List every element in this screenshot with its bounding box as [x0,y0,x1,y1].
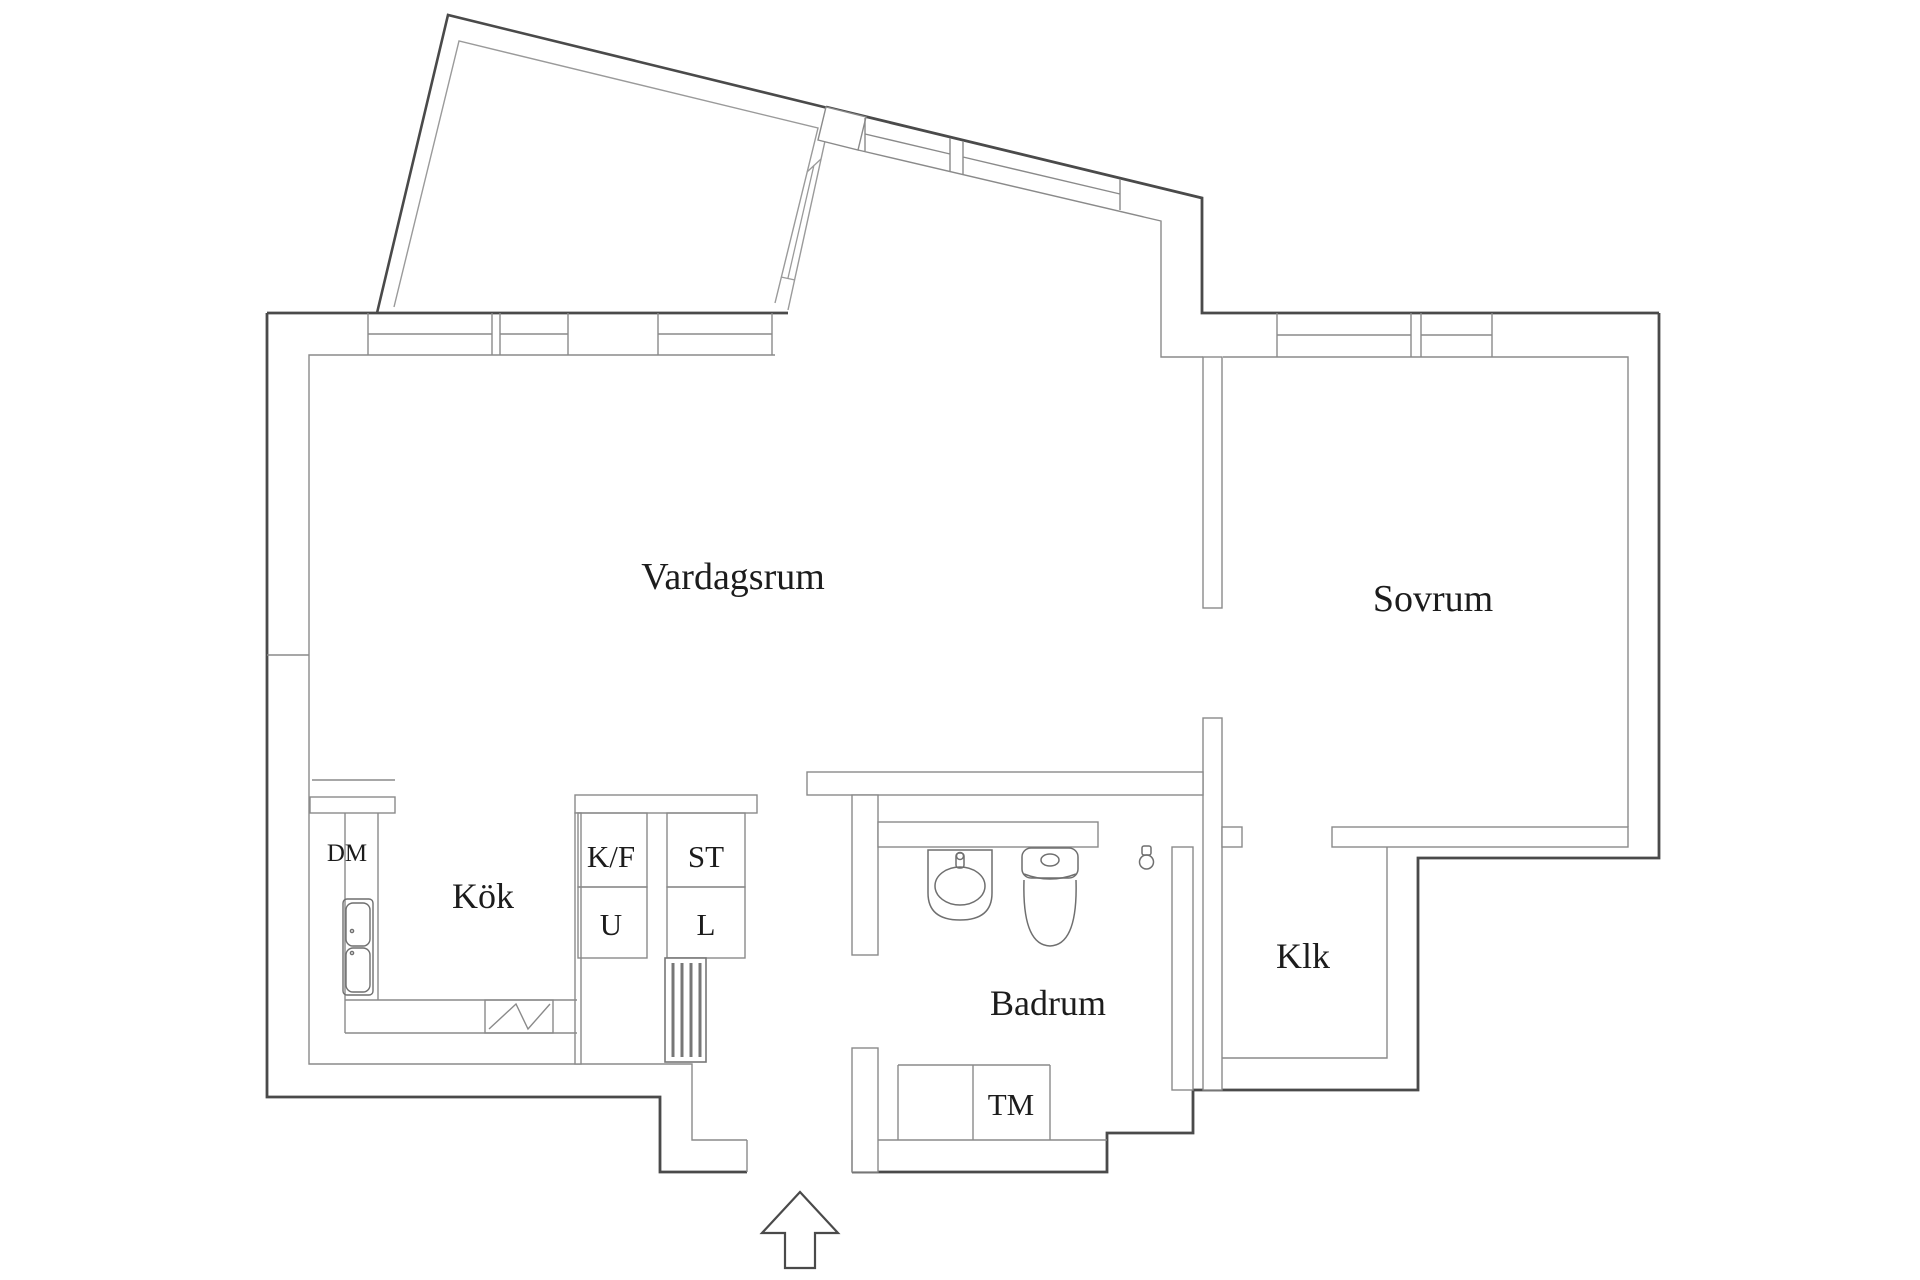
wall [574,794,758,814]
window [367,313,569,355]
inner-wall-faces [267,149,1629,1141]
wall [851,794,879,956]
window [864,118,1121,210]
room-label-sovrum: Sovrum [1373,578,1493,620]
closet-u [577,886,648,959]
bathroom [927,845,1155,947]
wall-joint [817,106,867,151]
fixture-label-kf: K/F [587,839,635,874]
toilet [1021,847,1079,947]
wall [877,821,1099,848]
door-jamb [1221,826,1243,848]
room-label-kok: Kök [452,876,514,916]
valve-icon [1138,845,1155,870]
stove [484,999,554,1034]
fixture-label-l: L [697,907,716,942]
wall [1202,717,1223,1091]
wall [851,1047,879,1173]
fixture-label-st: ST [688,839,724,874]
window [657,313,773,355]
bathroom-sink [927,849,993,921]
entrance-arrow-icon [759,1190,841,1270]
radiator [664,957,707,1063]
wall [1171,846,1194,1091]
closets [577,812,746,959]
room-label-klk: Klk [1276,936,1330,976]
windows [367,118,1493,357]
washing-machine [897,1065,1051,1140]
interior-walls [309,356,1629,1173]
fixture-label-dm: DM [327,840,367,867]
room-label-badrum: Badrum [990,983,1106,1023]
fixture-label-tm: TM [988,1087,1035,1122]
wall [1331,826,1629,848]
laundry-area [897,1064,1051,1140]
room-label-vardagsrum: Vardagsrum [641,556,825,598]
tilted-annex-room [375,13,833,314]
kitchen [342,813,577,1034]
outer-walls [265,105,1661,1174]
klk-room [1222,847,1388,1059]
fixture-label-u: U [600,907,622,942]
window [1276,313,1493,357]
wall [1202,356,1223,609]
wall [309,796,396,814]
entry-door-jambs [746,1140,853,1172]
kitchen-sink [342,898,374,996]
wall [806,771,1204,796]
